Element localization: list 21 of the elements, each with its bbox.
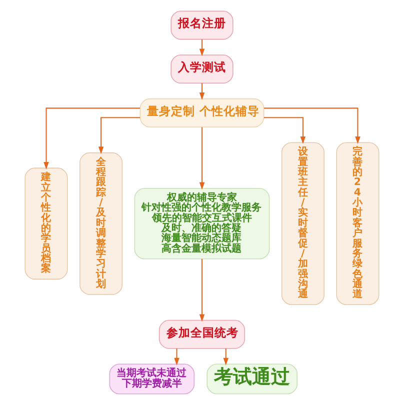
node-box: 设置班主任/实时督促/加强沟通	[280, 142, 324, 306]
arrow	[98, 117, 140, 154]
node-box: 全程跟踪/及时调整学习计划	[79, 152, 122, 295]
arrow	[198, 258, 204, 322]
arrow	[174, 348, 179, 366]
node-box: 入学测试	[170, 54, 233, 84]
node-box: 完善的24小时客户服务绿色通道	[336, 142, 379, 306]
arrow	[198, 127, 204, 190]
arrow	[198, 83, 204, 100]
arrow	[264, 108, 360, 144]
node-box: 量身定制 个性化辅导	[139, 98, 264, 128]
arrow	[263, 117, 306, 144]
node-box: 考试通过	[206, 364, 297, 394]
node-box: 建立个性化的学员档案	[24, 168, 68, 280]
arrow	[43, 108, 140, 170]
node-box: 参加全国统考	[158, 320, 245, 349]
node-box: 权威的辅导专家 针对性强的个性化教学服务 领先的智能交互式课件 及时、准确的答疑 海量智能动态题库 高含金量模拟试题	[134, 188, 270, 260]
node-box: 当期考试未通过下期学费减半	[108, 364, 194, 394]
node-box: 报名注册	[170, 10, 233, 40]
arrow	[222, 348, 228, 366]
arrow	[198, 39, 204, 56]
